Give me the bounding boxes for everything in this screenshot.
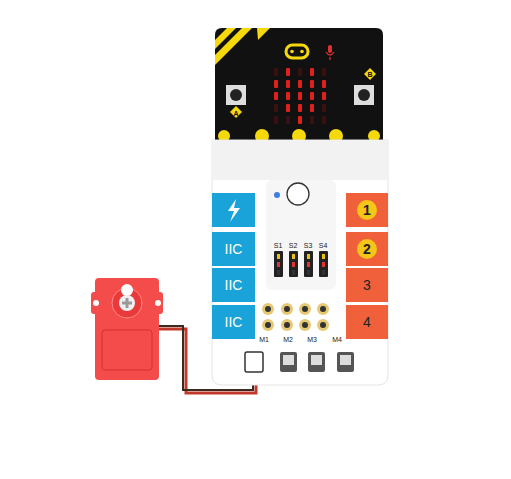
power-box [212,193,255,227]
led [274,92,278,100]
led [286,80,290,88]
motor-pin [281,319,293,331]
led [286,104,290,112]
pin-label: B [367,71,372,78]
led [310,104,314,112]
port-box: IIC [212,232,255,266]
motor-pin [317,303,329,315]
led [322,92,326,100]
led [274,80,278,88]
port-box: IIC [212,305,255,339]
pin-label: S4 [319,242,328,249]
port-label: 4 [363,314,371,330]
led [310,92,314,100]
pin-label: M3 [307,336,317,343]
motor-pin [299,319,311,331]
port-label: 3 [363,277,371,293]
motor-pin [262,303,274,315]
port-label: 2 [357,239,377,259]
expansion-board [212,140,388,385]
motor-pin [262,319,274,331]
port-label: IIC [225,314,243,330]
pin-label: M4 [332,336,342,343]
port-box: 2 [346,232,388,266]
servo-pin [304,251,313,277]
motor-pin [317,319,329,331]
led [298,68,302,76]
led [298,80,302,88]
pin-label: S2 [289,242,298,249]
led [286,92,290,100]
port-box: IIC [212,268,255,302]
led [274,68,278,76]
led [310,116,314,124]
led [298,116,302,124]
port-label: 1 [357,200,377,220]
led [274,104,278,112]
servo-pin [289,251,298,277]
led [298,92,302,100]
pin-label: S3 [304,242,313,249]
servo-pin [274,251,283,277]
led [322,104,326,112]
pin-label: S1 [274,242,283,249]
pin-label: M1 [259,336,269,343]
motor-pin [299,303,311,315]
port-box: 3 [346,268,388,302]
led [310,68,314,76]
led [322,80,326,88]
led [310,80,314,88]
pin-label: M2 [283,336,293,343]
port-box: 1 [346,193,388,227]
microbit [215,28,383,143]
led [298,104,302,112]
led [286,68,290,76]
led [286,116,290,124]
port-label: IIC [225,277,243,293]
led [322,116,326,124]
motor-pin [281,303,293,315]
pin-label: A [233,110,238,117]
led [322,68,326,76]
servo-pin [319,251,328,277]
servo [91,278,163,380]
port-box: 4 [346,305,388,339]
led [274,116,278,124]
port-label: IIC [225,241,243,257]
